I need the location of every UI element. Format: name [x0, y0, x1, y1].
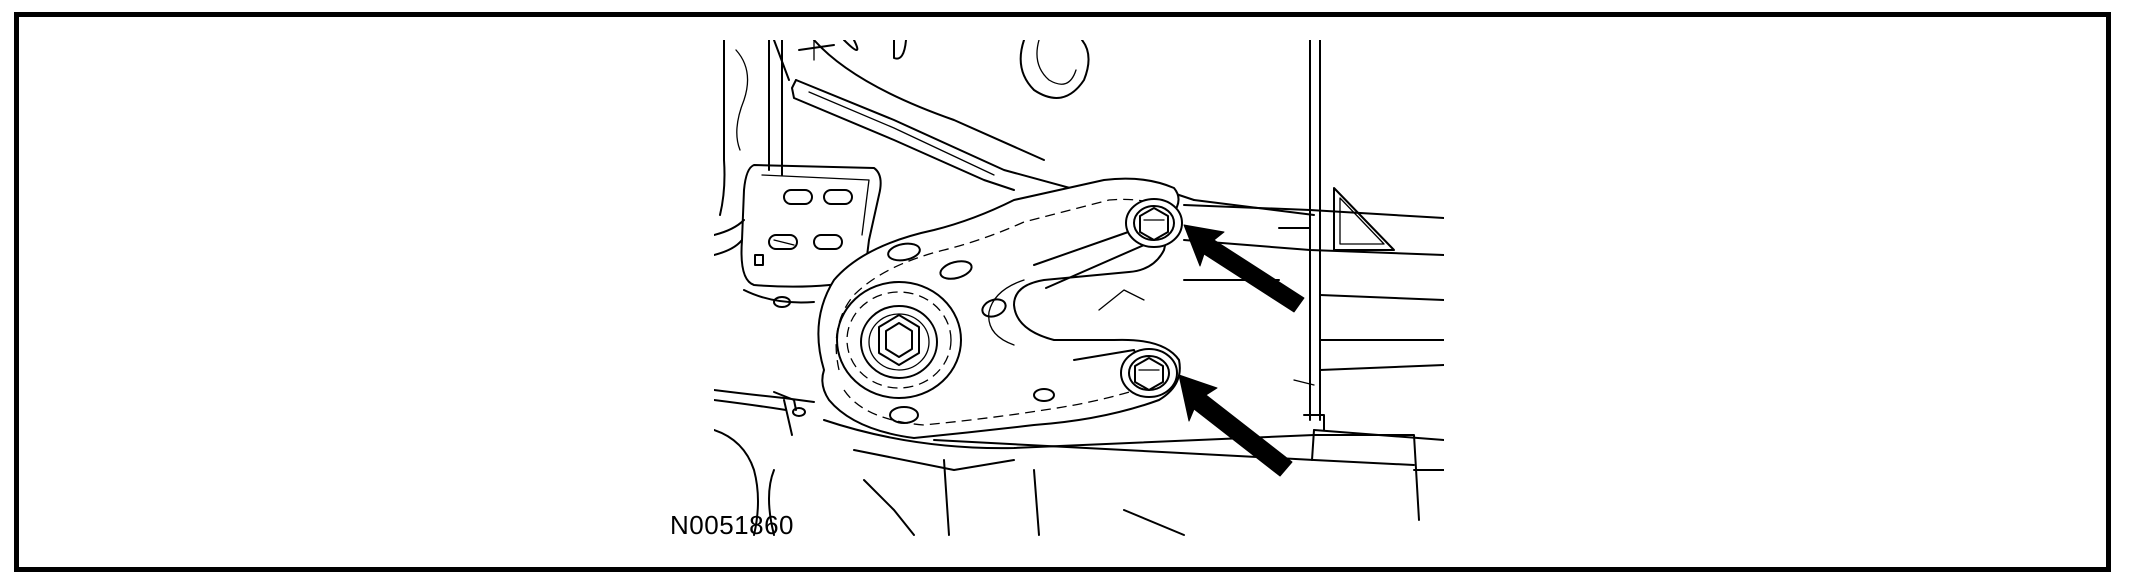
figure-frame [14, 12, 2111, 572]
left-bracket [714, 164, 882, 308]
pivot-bushing [836, 281, 962, 399]
pivot-bolt-icon [878, 314, 920, 366]
lower-arrow-icon [1178, 374, 1293, 477]
upper-arrow-icon [1183, 224, 1305, 313]
chassis-left [719, 40, 1090, 216]
upper-bolt-icon [1125, 198, 1183, 248]
lower-bolt-icon [1120, 348, 1178, 398]
illustration-svg [714, 40, 1444, 536]
diagonal-rail [773, 40, 1315, 216]
lower-sill [714, 389, 1444, 536]
figure-id-label: N0051860 [670, 510, 794, 540]
mechanical-illustration [714, 40, 1444, 540]
